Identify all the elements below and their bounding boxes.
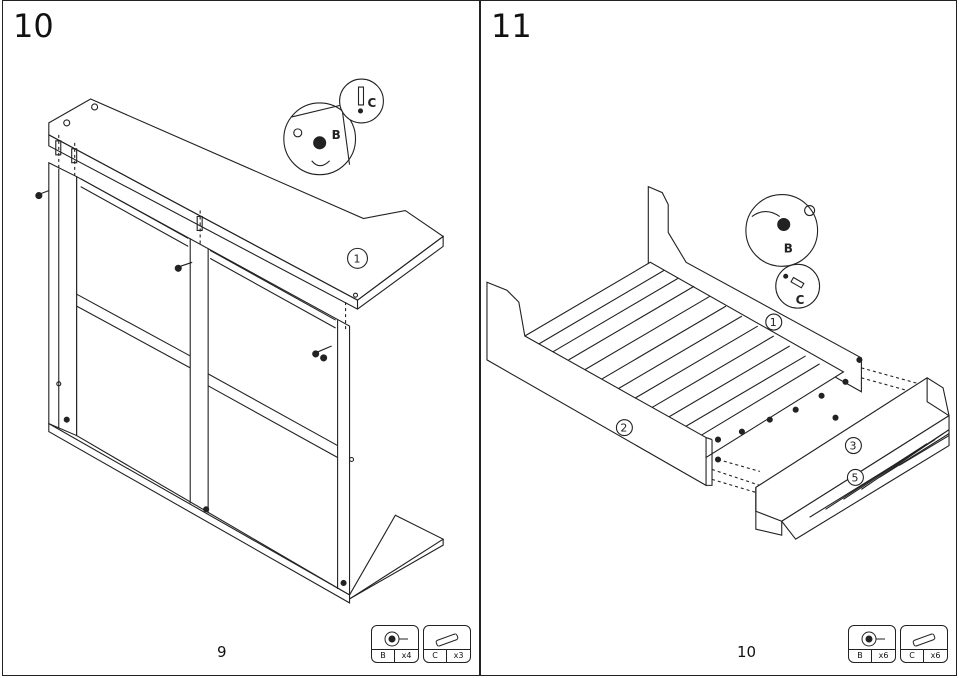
cam-lock-screws bbox=[716, 357, 862, 462]
part-letter: B bbox=[849, 650, 872, 662]
dowel-icon bbox=[912, 633, 936, 647]
part-quantity: x6 bbox=[878, 651, 889, 660]
front-panel bbox=[487, 282, 712, 485]
dowel-detail: C bbox=[776, 264, 820, 308]
panel-label-5: 5 bbox=[851, 471, 858, 484]
panel-label-2: 2 bbox=[620, 422, 627, 435]
cabinet-front-frame bbox=[49, 163, 354, 603]
part-quantity: x6 bbox=[930, 651, 941, 660]
cam-lock-icon bbox=[861, 631, 885, 647]
cam-lock-icon bbox=[384, 631, 408, 647]
parts-list: B x4 C x3 bbox=[371, 625, 471, 663]
part-letter: C bbox=[424, 650, 447, 662]
bottom-panel bbox=[350, 515, 444, 599]
dowels bbox=[56, 141, 202, 231]
fitting-letter-b: B bbox=[332, 128, 341, 142]
cam-lock-screws bbox=[36, 191, 332, 361]
part-quantity: x4 bbox=[401, 651, 412, 660]
step-number: 11 bbox=[491, 7, 532, 45]
top-panel bbox=[49, 99, 443, 309]
panel-label-1: 1 bbox=[354, 252, 361, 265]
page-number: 9 bbox=[217, 643, 227, 661]
part-card-b: B x6 bbox=[848, 625, 896, 663]
step-number: 10 bbox=[13, 7, 54, 45]
fitting-letter-c: C bbox=[796, 293, 805, 307]
part-letter: B bbox=[372, 650, 395, 662]
part-quantity: x3 bbox=[453, 651, 464, 660]
parts-list: B x6 C x6 bbox=[848, 625, 948, 663]
page-number: 10 bbox=[737, 643, 757, 661]
dowel-guides bbox=[59, 135, 346, 332]
assembly-illustration-step-11: 1 2 3 5 B C bbox=[481, 1, 956, 675]
panel-label-3: 3 bbox=[849, 440, 856, 453]
cam-lock-detail: B bbox=[284, 103, 356, 175]
part-card-b: B x4 bbox=[371, 625, 419, 663]
instruction-page-step-10: 10 bbox=[2, 0, 480, 676]
part-card-c: C x6 bbox=[900, 625, 948, 663]
dowel-icon bbox=[435, 633, 459, 647]
fitting-letter-b: B bbox=[784, 241, 793, 255]
dowel-detail: C bbox=[340, 79, 384, 123]
assembly-illustration-step-10: 1 B C bbox=[3, 1, 479, 675]
part-letter: C bbox=[901, 650, 924, 662]
part-card-c: C x3 bbox=[423, 625, 471, 663]
panel-label-1: 1 bbox=[770, 316, 777, 329]
cam-lock-detail: B bbox=[746, 195, 818, 267]
fitting-letter-c: C bbox=[367, 96, 376, 110]
instruction-page-step-11: 11 bbox=[480, 0, 957, 676]
